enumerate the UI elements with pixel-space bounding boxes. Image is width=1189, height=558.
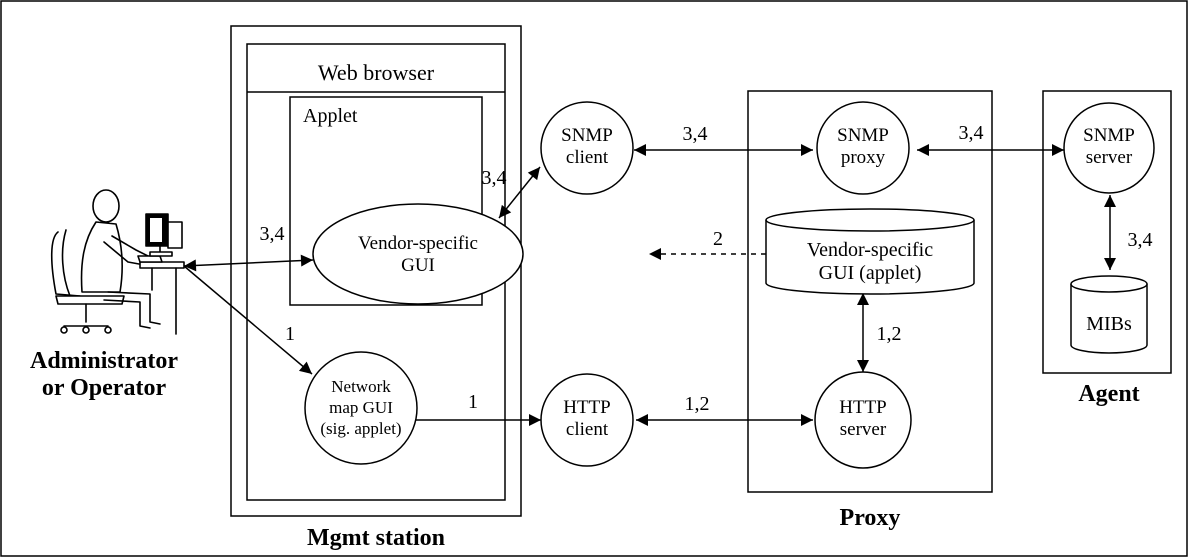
node-vendor-gui: Vendor-specific GUI [312,203,524,305]
edge-label-snmp-server-mibs: 3,4 [1128,229,1153,251]
proxy-container: Proxy [747,90,993,531]
edge-operator-network-map [183,265,313,375]
node-http-server: HTTP server [814,371,912,469]
edge-label-snmp-client-proxy: 3,4 [683,123,708,145]
mgmt-station-container: Web browser Applet Mgmt station [230,25,522,551]
edge-label-snmp-proxy-server: 3,4 [959,122,984,144]
node-network-map-gui: Network map GUI (sig. applet) [304,351,418,465]
edge-label-http-server-vendor-applet: 1,2 [877,323,902,345]
web-browser-label: Web browser [318,60,435,85]
svg-text:SNMP: SNMP [1083,125,1135,146]
svg-text:Vendor-specific: Vendor-specific [358,233,478,254]
proxy-label: Proxy [840,505,901,531]
agent-label: Agent [1078,381,1139,407]
svg-text:map GUI: map GUI [329,398,393,417]
node-snmp-client: SNMP client [540,101,634,195]
svg-text:client: client [566,419,609,440]
mgmt-station-label: Mgmt station [307,525,445,551]
svg-text:server: server [1086,147,1133,168]
edge-label-http-client-server: 1,2 [685,393,710,415]
edge-labels: 3,4 1 3,4 3,4 3,4 2 1 1,2 1,2 3,4 [260,122,1153,415]
svg-text:SNMP: SNMP [561,125,613,146]
edge-label-operator-network-map: 1 [285,323,295,345]
svg-text:HTTP: HTTP [839,397,887,418]
svg-text:server: server [840,419,887,440]
operator-figure-icon [50,189,185,335]
node-vendor-gui-applet-cylinder: Vendor-specific GUI (applet) [765,208,975,295]
edge-vendor-gui-snmp-client [498,166,541,219]
svg-text:proxy: proxy [841,147,886,168]
svg-text:MIBs: MIBs [1086,313,1132,335]
edge-label-vendor-gui-snmp-client: 3,4 [482,167,507,189]
svg-text:GUI: GUI [401,255,435,276]
node-snmp-server: SNMP server [1063,102,1155,194]
operator-label-line2: or Operator [42,375,167,401]
edges [183,144,1116,426]
svg-text:(sig. applet): (sig. applet) [320,419,401,438]
edge-label-vendor-applet-vendor-gui: 2 [713,228,723,250]
node-http-client: HTTP client [540,373,634,467]
svg-text:SNMP: SNMP [837,125,889,146]
svg-text:Vendor-specific: Vendor-specific [807,239,933,261]
edge-label-operator-vendor-gui: 3,4 [260,223,285,245]
agent-container: Agent [1042,90,1172,407]
svg-text:client: client [566,147,609,168]
node-snmp-proxy: SNMP proxy [816,101,910,195]
node-mibs-cylinder: MIBs [1070,275,1148,354]
applet-box [289,96,483,306]
svg-text:GUI (applet): GUI (applet) [819,262,922,284]
edge-operator-vendor-gui [183,254,314,272]
svg-text:HTTP: HTTP [563,397,611,418]
applet-label: Applet [303,105,358,127]
operator-label-line1: Administrator [30,348,178,374]
edge-label-network-map-http-client: 1 [468,391,478,413]
svg-text:Network: Network [331,377,391,396]
